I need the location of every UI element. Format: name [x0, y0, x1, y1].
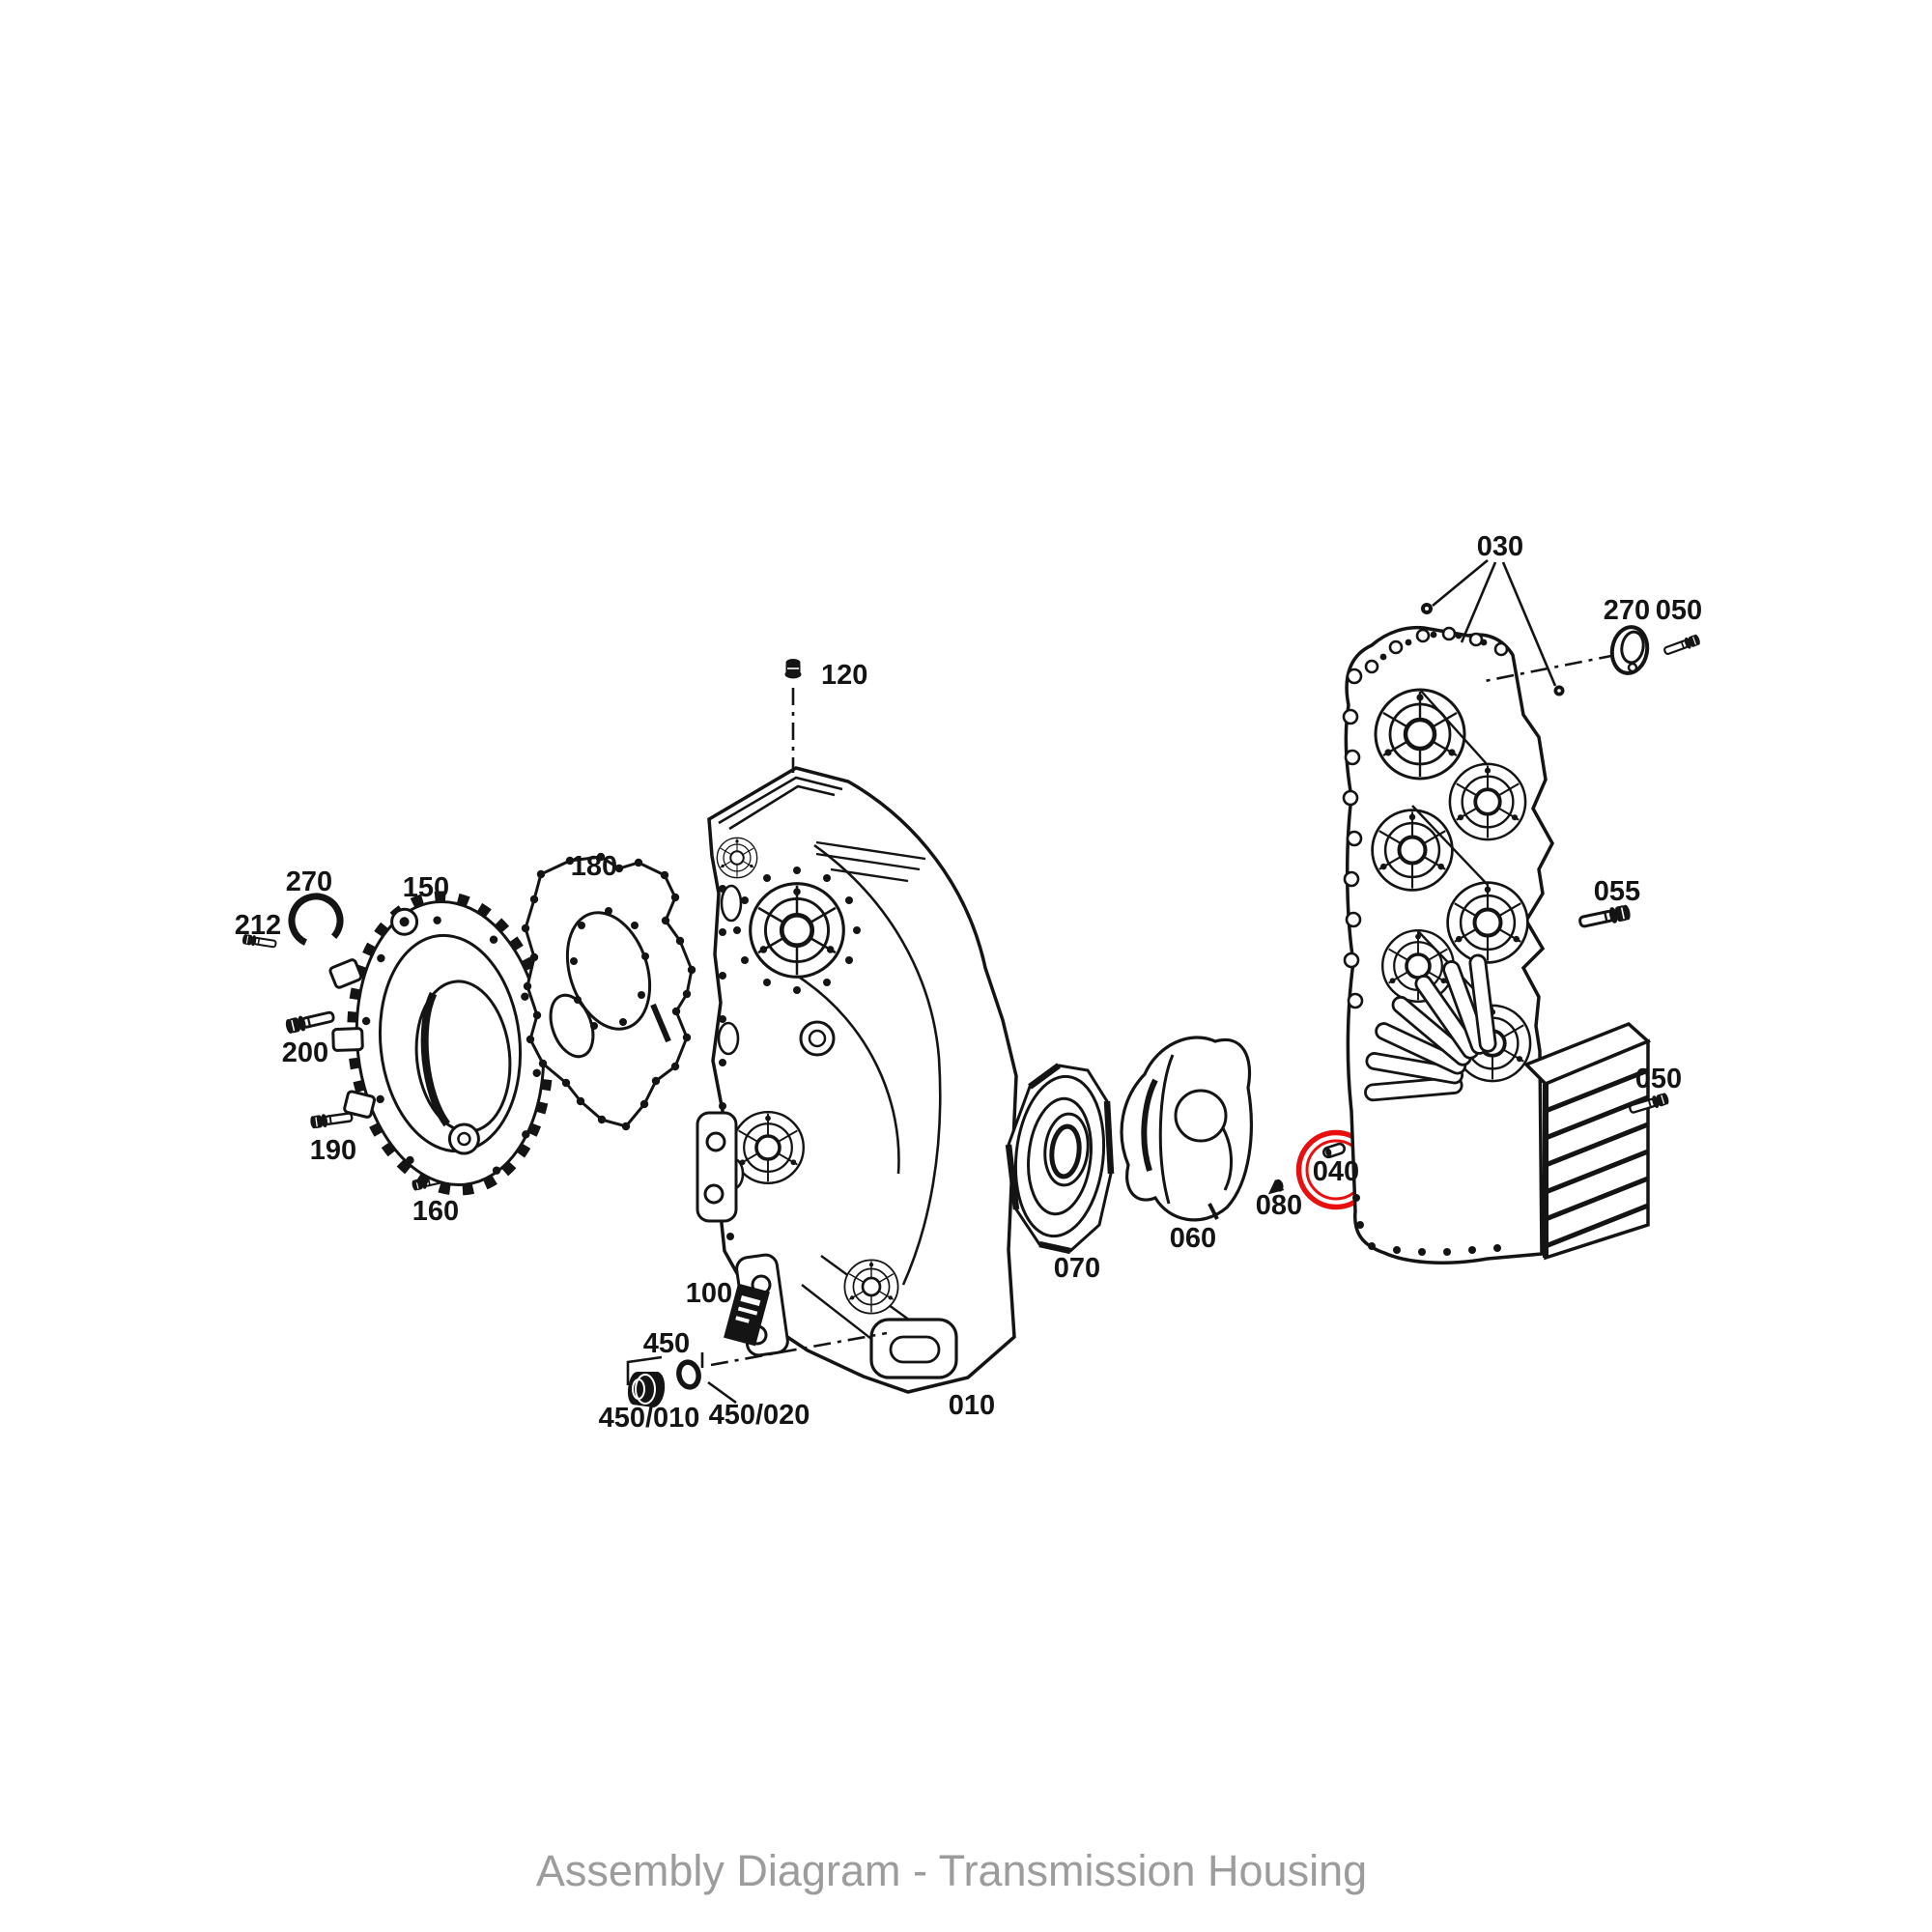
part-070-seal-drawing	[1005, 1063, 1115, 1255]
part-010-main-housing-drawing	[696, 766, 1018, 1394]
part-450-020-oring-drawing	[676, 1359, 701, 1390]
part-label-450-010[interactable]: 450/010	[599, 1403, 700, 1434]
part-450-010-nut-drawing	[627, 1372, 666, 1407]
part-label-050-bottom[interactable]: 050	[1635, 1064, 1682, 1094]
part-bolt-055-drawing	[1577, 902, 1634, 932]
part-label-055[interactable]: 055	[1594, 876, 1640, 907]
part-label-212[interactable]: 212	[235, 910, 281, 941]
part-label-450[interactable]: 450	[643, 1328, 690, 1359]
part-bolt-200-drawing	[283, 1007, 337, 1037]
part-270-right-ring-drawing	[1479, 625, 1650, 684]
part-100-type-plate-drawing	[724, 1283, 770, 1347]
part-label-270-left[interactable]: 270	[286, 867, 332, 897]
part-sump-box-drawing	[1522, 1021, 1652, 1261]
part-label-150[interactable]: 150	[403, 872, 449, 903]
part-label-190[interactable]: 190	[310, 1135, 356, 1166]
part-450-breather-group-drawing	[626, 1331, 888, 1407]
part-label-050-top[interactable]: 050	[1656, 595, 1702, 626]
part-label-450-020[interactable]: 450/020	[709, 1400, 810, 1431]
part-030-dowels-drawing	[1421, 558, 1565, 696]
part-label-030[interactable]: 030	[1477, 531, 1523, 562]
part-label-060[interactable]: 060	[1170, 1223, 1216, 1254]
part-label-200[interactable]: 200	[282, 1037, 328, 1068]
part-120-plug-drawing	[784, 659, 802, 773]
part-060-cover-drawing	[1120, 1036, 1253, 1222]
diagram-caption: Assembly Diagram - Transmission Housing	[536, 1846, 1367, 1895]
part-label-010[interactable]: 010	[949, 1390, 995, 1421]
part-label-080[interactable]: 080	[1256, 1190, 1302, 1221]
part-label-160[interactable]: 160	[412, 1196, 459, 1227]
part-end-cover-drawing	[1342, 625, 1652, 1265]
part-bolt-050-top-drawing	[1662, 632, 1703, 659]
part-label-040[interactable]: 040	[1313, 1156, 1359, 1187]
part-label-270-right[interactable]: 270	[1604, 595, 1650, 626]
part-retaining-ring-270-left-drawing	[288, 893, 344, 949]
part-label-180[interactable]: 180	[571, 851, 617, 882]
part-label-070[interactable]: 070	[1054, 1253, 1100, 1284]
part-label-120[interactable]: 120	[821, 660, 867, 691]
part-label-100[interactable]: 100	[686, 1278, 732, 1309]
part-040-pin-drawing	[1321, 1142, 1347, 1159]
part-180-gasket-drawing	[521, 852, 696, 1131]
part-080-plug-drawing	[1267, 1179, 1285, 1195]
